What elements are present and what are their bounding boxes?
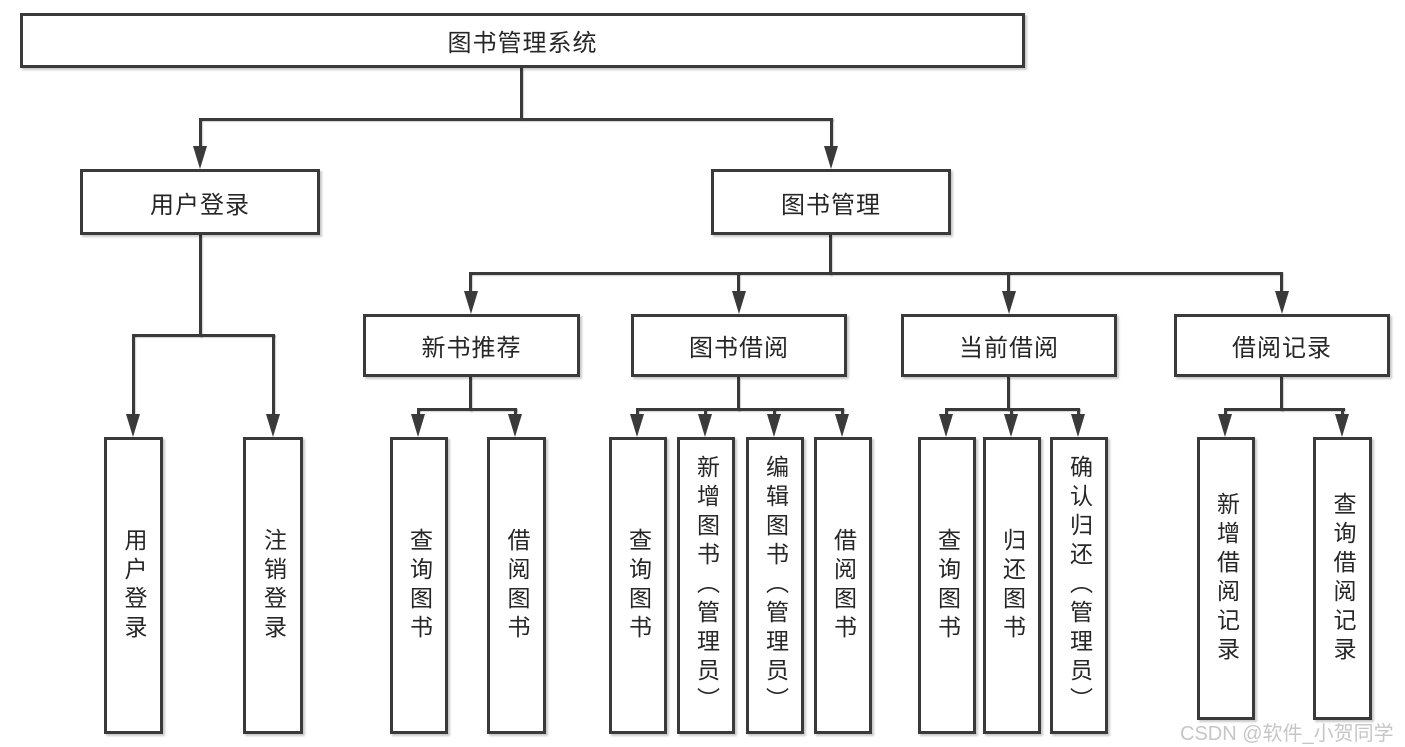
connector-currentborrow-stub [1007,377,1010,411]
connector-records-stub [1280,377,1283,411]
connector-userlogin-stub [199,235,202,337]
connector-bookmgmt-stem-3 [1007,272,1010,294]
arrow-down-icon [767,414,781,437]
arrow-down-icon [126,414,140,437]
connector-currentborrow-stem-2 [1010,408,1013,416]
leaf-newbook-query-books: 查询图书 [390,437,448,734]
arrow-down-icon [732,291,746,314]
arrow-down-icon [939,414,953,437]
leaf-records-query-record: 查询借阅记录 [1313,437,1372,720]
leaf-borrow-query-books: 查询图书 [609,437,667,734]
connector-root-stem-right [830,118,833,148]
node-borrowing-records: 借阅记录 [1174,314,1390,377]
node-new-book-recommendation: 新书推荐 [363,314,580,377]
arrow-down-icon [1002,291,1016,314]
connector-currentborrow-stem-3 [1077,408,1080,416]
node-library-system: 图书管理系统 [20,13,1025,68]
connector-bookborrow-stem-1 [636,408,639,416]
connector-currentborrow-stem-1 [945,408,948,416]
arrow-down-icon [1071,414,1085,437]
connector-root-hbar [199,118,833,121]
leaf-records-add-record: 新增借阅记录 [1197,437,1255,720]
node-user-login: 用户登录 [80,169,320,235]
connector-bookmgmt-stem-1 [469,272,472,294]
connector-bookborrow-stem-2 [704,408,707,416]
connector-bookmgmt-stub [829,235,832,275]
connector-bookmgmt-hbar [469,272,1282,275]
node-current-borrowing: 当前借阅 [901,314,1117,377]
node-book-borrowing: 图书借阅 [631,314,847,377]
leaf-borrow-edit-books-admin: 编辑图书（管理员） [746,437,804,734]
connector-newbook-stub [469,377,472,411]
arrow-down-icon [824,146,838,169]
connector-records-hbar [1224,408,1345,411]
connector-bookborrow-stem-3 [773,408,776,416]
connector-bookborrow-stem-4 [841,408,844,416]
arrow-down-icon [630,414,644,437]
connector-newbook-stem-1 [417,408,420,416]
connector-records-stem-2 [1341,408,1344,416]
leaf-borrow-add-books-admin: 新增图书（管理员） [677,437,735,734]
connector-bookmgmt-stem-2 [737,272,740,294]
arrow-down-icon [698,414,712,437]
connector-bookborrow-stub [737,377,740,411]
leaf-current-query-books: 查询图书 [918,437,976,734]
connector-newbook-hbar [417,408,517,411]
connector-root-stem-left [199,118,202,148]
connector-userlogin-hbar [132,334,275,337]
csdn-watermark: CSDN @软件_小贺同学 [1180,723,1394,745]
leaf-current-confirm-return-admin: 确认归还（管理员） [1050,437,1108,734]
leaf-newbook-borrow-books: 借阅图书 [487,437,546,734]
arrow-down-icon [464,291,478,314]
arrow-down-icon [411,414,425,437]
connector-bookmgmt-stem-4 [1280,272,1283,294]
arrow-down-icon [1004,414,1018,437]
connector-userlogin-stem-1 [132,334,135,415]
arrow-down-icon [1335,414,1349,437]
arrow-down-icon [835,414,849,437]
connector-bookborrow-hbar [636,408,844,411]
node-book-management: 图书管理 [711,169,951,235]
leaf-logout: 注销登录 [243,437,303,734]
connector-newbook-stem-2 [514,408,517,416]
leaf-current-return-books: 归还图书 [983,437,1041,734]
arrow-down-icon [266,414,280,437]
arrow-down-icon [193,146,207,169]
connector-userlogin-stem-2 [272,334,275,415]
arrow-down-icon [1275,291,1289,314]
connector-root-stub [520,68,523,120]
arrow-down-icon [1218,414,1232,437]
connector-records-stem-1 [1224,408,1227,416]
leaf-user-login: 用户登录 [104,437,163,734]
leaf-borrow-borrow-books: 借阅图书 [814,437,872,734]
arrow-down-icon [508,414,522,437]
